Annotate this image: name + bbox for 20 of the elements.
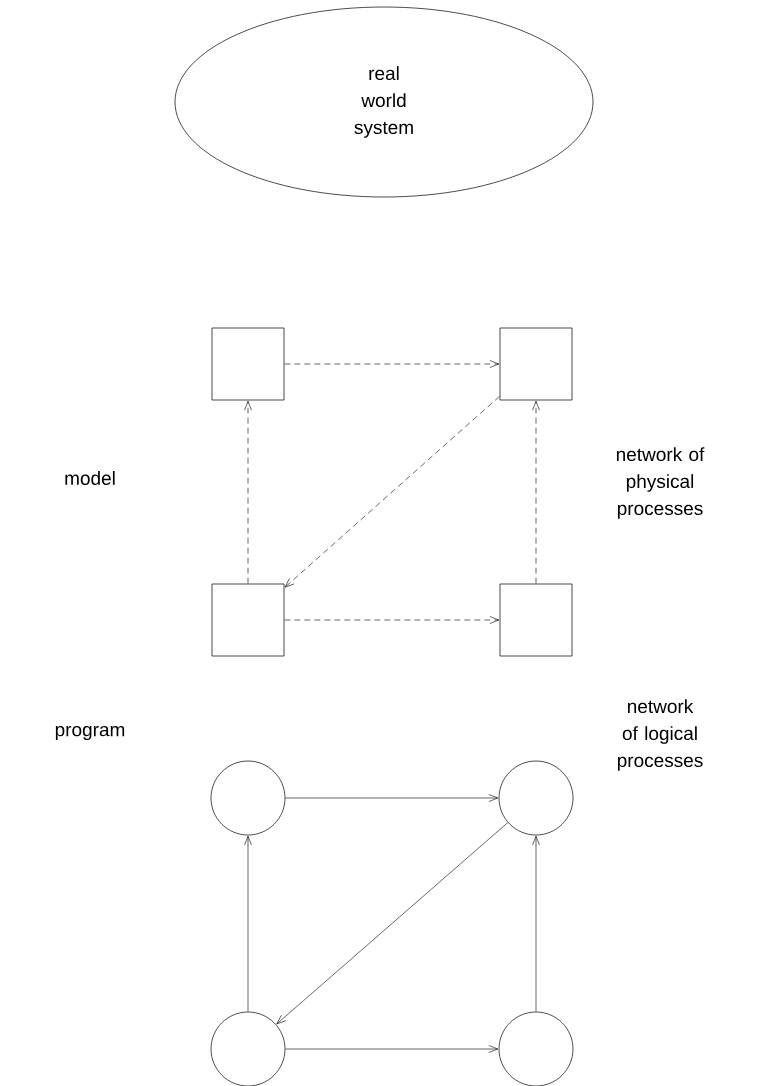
side-label: network of physical processes (616, 447, 705, 519)
arrow (284, 395, 500, 588)
arrow (244, 835, 252, 1012)
process-box (211, 327, 285, 401)
arrow (276, 822, 509, 1025)
arrow (284, 360, 500, 368)
side-label: program (55, 725, 125, 741)
arrow (244, 400, 252, 584)
process-box (499, 327, 573, 401)
side-label: network of logical processes (617, 699, 703, 771)
arrow (284, 616, 500, 624)
process-circle (498, 760, 574, 836)
arrow (285, 794, 499, 802)
process-box (499, 583, 573, 657)
side-label: model (65, 471, 115, 485)
process-circle (210, 760, 286, 836)
arrow (532, 400, 540, 584)
process-box (211, 583, 285, 657)
arrow (285, 1045, 499, 1053)
arrow (532, 835, 540, 1012)
